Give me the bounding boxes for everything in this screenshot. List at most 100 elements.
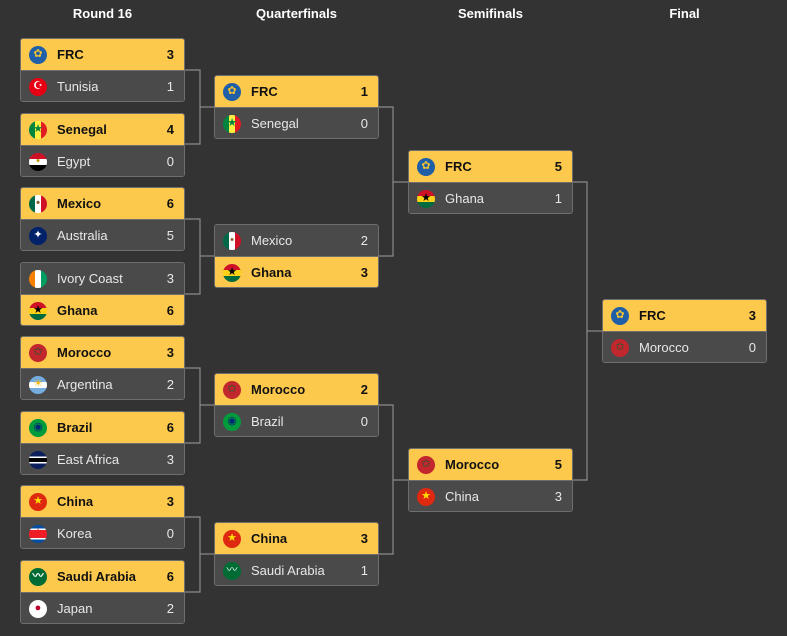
team-name: Tunisia bbox=[57, 79, 99, 94]
team-row-bottom[interactable]: ✦ Australia 5 bbox=[21, 220, 184, 250]
senegal-flag-icon: ★ bbox=[29, 120, 47, 139]
match-divider bbox=[21, 368, 184, 369]
ghana-flag-icon: ★ bbox=[29, 301, 47, 320]
team-name: Morocco bbox=[445, 457, 500, 472]
team-score: 6 bbox=[166, 569, 174, 584]
morocco-flag-icon: ✩ bbox=[417, 455, 435, 474]
team-name: China bbox=[251, 531, 288, 546]
frc-flag-icon: ✿ bbox=[611, 306, 629, 325]
frc-flag-icon: ✿ bbox=[417, 157, 435, 176]
team-name: Japan bbox=[57, 601, 93, 616]
team-score: 1 bbox=[360, 84, 368, 99]
frc-flag-icon: ✿ bbox=[223, 82, 241, 101]
japan-flag-icon: ● bbox=[29, 599, 47, 618]
ghana-flag-icon: ★ bbox=[417, 189, 435, 208]
australia-flag-icon: ✦ bbox=[29, 226, 47, 245]
brazil-flag-icon: ◉ bbox=[29, 418, 47, 437]
china-flag-icon: ★ bbox=[29, 492, 47, 511]
team-name: Argentina bbox=[57, 377, 113, 392]
team-name: Ghana bbox=[251, 265, 292, 280]
team-name: Ghana bbox=[445, 191, 485, 206]
china-flag-icon: ★ bbox=[417, 487, 435, 506]
team-name: Senegal bbox=[251, 116, 299, 131]
team-row-top[interactable]: ✿ FRC 1 bbox=[215, 76, 378, 107]
match-divider bbox=[409, 480, 572, 481]
team-name: China bbox=[57, 494, 94, 509]
team-name: FRC bbox=[639, 308, 666, 323]
senegal-flag-icon: ★ bbox=[223, 114, 241, 133]
team-name: Korea bbox=[57, 526, 92, 541]
team-score: 5 bbox=[166, 228, 174, 243]
team-name: Morocco bbox=[251, 382, 306, 397]
team-score: 2 bbox=[166, 601, 174, 616]
team-name: Senegal bbox=[57, 122, 107, 137]
match-divider bbox=[603, 331, 766, 332]
team-score: 2 bbox=[166, 377, 174, 392]
match-divider bbox=[21, 70, 184, 71]
team-score: 0 bbox=[360, 414, 368, 429]
match-divider bbox=[215, 405, 378, 406]
team-score: 1 bbox=[166, 79, 174, 94]
team-name: China bbox=[445, 489, 479, 504]
match-divider bbox=[21, 517, 184, 518]
saudi-arabia-flag-icon: 〰 bbox=[223, 561, 241, 580]
team-name: Australia bbox=[57, 228, 108, 243]
team-name: Brazil bbox=[57, 420, 93, 435]
team-row-bottom[interactable]: ● Japan 2 bbox=[21, 593, 184, 623]
team-name: Mexico bbox=[57, 196, 102, 211]
team-score: 0 bbox=[748, 340, 756, 355]
team-name: FRC bbox=[251, 84, 278, 99]
team-score: 6 bbox=[166, 196, 174, 211]
morocco-flag-icon: ✩ bbox=[611, 338, 629, 357]
korea-flag-icon: ★ bbox=[29, 524, 47, 543]
team-score: 3 bbox=[166, 345, 174, 360]
team-name: Ivory Coast bbox=[57, 271, 123, 286]
mexico-flag-icon: • bbox=[223, 231, 241, 250]
saudi-arabia-flag-icon: 〰 bbox=[29, 567, 47, 586]
china-flag-icon: ★ bbox=[223, 529, 241, 548]
team-row-bottom[interactable]: ☪ Tunisia 1 bbox=[21, 71, 184, 101]
tunisia-flag-icon: ☪ bbox=[29, 77, 47, 96]
